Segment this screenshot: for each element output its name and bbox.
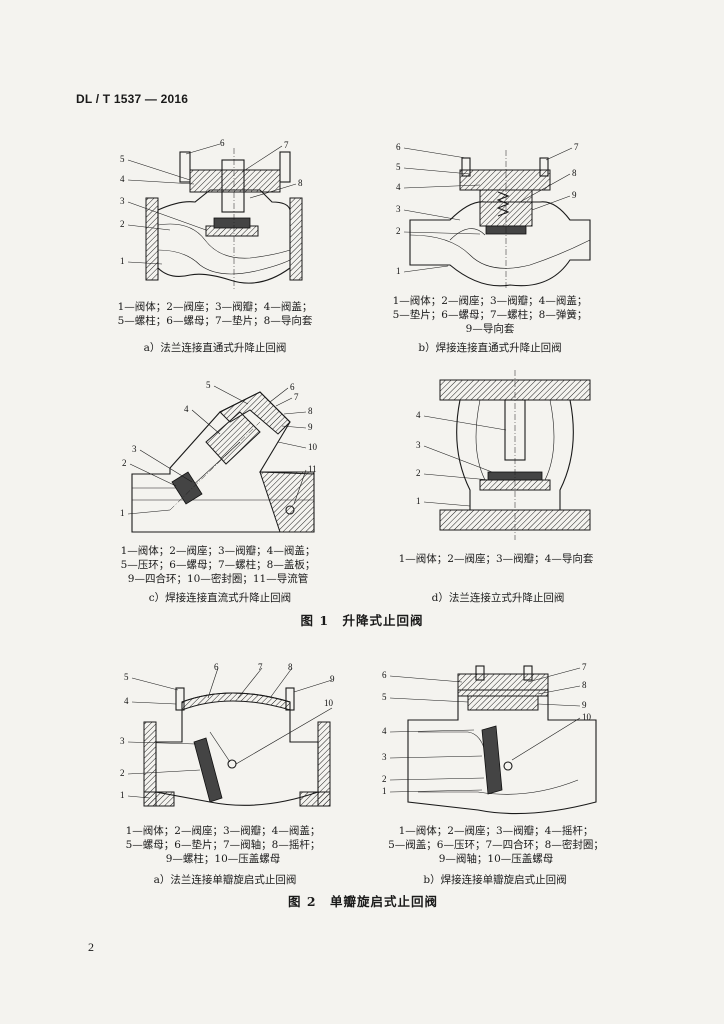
figure-1c-legend: 1—阀体；2—阀座；3—阀瓣；4—阀盖；5—压环；6—螺母；7—螺柱；8—盖板；… [120,545,316,585]
label-4: 4 [396,182,401,192]
label-2: 2 [382,774,387,784]
figure-1d: 1 2 3 4 [410,370,591,540]
label-7: 7 [258,662,263,672]
figure-2b-legend: 1—阀体；2—阀座；3—阀瓣；4—摇杆；5—阀盖；6—压环；7—四合环；8—密封… [388,825,604,865]
label-5: 5 [124,672,129,682]
label-3: 3 [132,444,137,454]
figure-1c: 1 2 3 4 5 6 7 8 9 10 11 [110,380,330,540]
figure-2a-legend: 1—阀体；2—阀座；3—阀瓣；4—阀盖；5—螺母；6—垫片；7—阀轴；8—摇杆；… [125,825,321,865]
label-1: 1 [396,266,401,276]
label-5: 5 [396,162,401,172]
label-11: 11 [308,464,317,474]
label-2: 2 [416,468,421,478]
label-7: 7 [294,392,299,402]
label-2: 2 [120,768,125,778]
figure-2b-caption: b）焊接连接单瓣旋启式止回阀 [423,874,567,886]
label-5: 5 [206,380,211,390]
figure-2-title: 图 2 单瓣旋启式止回阀 [287,894,439,909]
label-6: 6 [382,670,387,680]
figure-1a-caption: a）法兰连接直通式升降止回阀 [143,342,287,354]
label-8: 8 [572,168,577,178]
label-9: 9 [330,674,335,684]
label-10: 10 [308,442,318,452]
figure-1d-drawing: 1 2 3 4 [416,370,591,540]
standard-number: DL / T 1537 — 2016 [76,92,189,106]
label-8: 8 [308,406,313,416]
figure-1c-caption: c）焊接连接直流式升降止回阀 [148,592,292,604]
figure-1b: 1 2 3 4 5 6 7 8 9 [390,140,600,290]
figure-1d-legend: 1—阀体；2—阀座；3—阀瓣；4—导向套 [398,553,594,565]
figure-1a: 1 2 3 4 5 6 7 8 [110,138,320,300]
label-1: 1 [416,496,421,506]
label-1: 1 [382,786,387,796]
label-4: 4 [416,410,421,420]
label-4: 4 [184,404,189,414]
figure-1b-drawing: 1 2 3 4 5 6 7 8 9 [396,142,591,290]
label-6: 6 [220,138,225,148]
label-3: 3 [416,440,421,450]
figure-1c-drawing: 1 2 3 4 5 6 7 8 9 10 11 [120,380,318,533]
figure-2a: 1 2 3 4 5 6 7 8 9 10 [110,662,340,820]
label-4: 4 [120,174,125,184]
label-4: 4 [124,696,129,706]
figure-2b: 1 2 3 4 5 6 7 8 9 10 [378,660,608,820]
label-7: 7 [284,140,289,150]
label-1: 1 [120,508,125,518]
figure-1a-drawing: 1 2 3 4 5 6 7 8 [120,138,303,290]
label-1: 1 [120,256,125,266]
label-9: 9 [308,422,313,432]
label-8: 8 [288,662,293,672]
label-5: 5 [120,154,125,164]
page-number: 2 [88,940,94,954]
label-5: 5 [382,692,387,702]
figure-1b-legend: 1—阀体；2—阀座；3—阀瓣；4—阀盖；5—垫片；6—螺母；7—螺柱；8—弹簧；… [392,295,588,335]
label-2: 2 [120,219,125,229]
label-9: 9 [572,190,577,200]
label-3: 3 [396,204,401,214]
label-10: 10 [582,712,592,722]
figure-2a-caption: a）法兰连接单瓣旋启式止回阀 [153,874,297,886]
label-7: 7 [582,662,587,672]
label-8: 8 [298,178,303,188]
label-8: 8 [582,680,587,690]
label-3: 3 [382,752,387,762]
figure-1a-legend: 1—阀体；2—阀座；3—阀瓣；4—阀盖；5—螺柱；6—螺母；7—垫片；8—导向套 [117,301,313,327]
label-6: 6 [396,142,401,152]
figure-1d-caption: d）法兰连接立式升降止回阀 [431,592,565,604]
label-1: 1 [120,790,125,800]
figure-1b-caption: b）焊接连接直通式升降止回阀 [418,342,562,354]
figure-2b-drawing: 1 2 3 4 5 6 7 8 9 10 [382,662,597,815]
label-2: 2 [122,458,127,468]
label-2: 2 [396,226,401,236]
label-9: 9 [582,700,587,710]
label-7: 7 [574,142,579,152]
label-4: 4 [382,726,387,736]
label-6: 6 [290,382,295,392]
figure-2a-drawing: 1 2 3 4 5 6 7 8 9 10 [120,662,335,807]
label-10: 10 [324,698,334,708]
label-6: 6 [214,662,219,672]
label-3: 3 [120,736,125,746]
label-3: 3 [120,196,125,206]
figure-1-title: 图 1 升降式止回阀 [300,613,424,628]
